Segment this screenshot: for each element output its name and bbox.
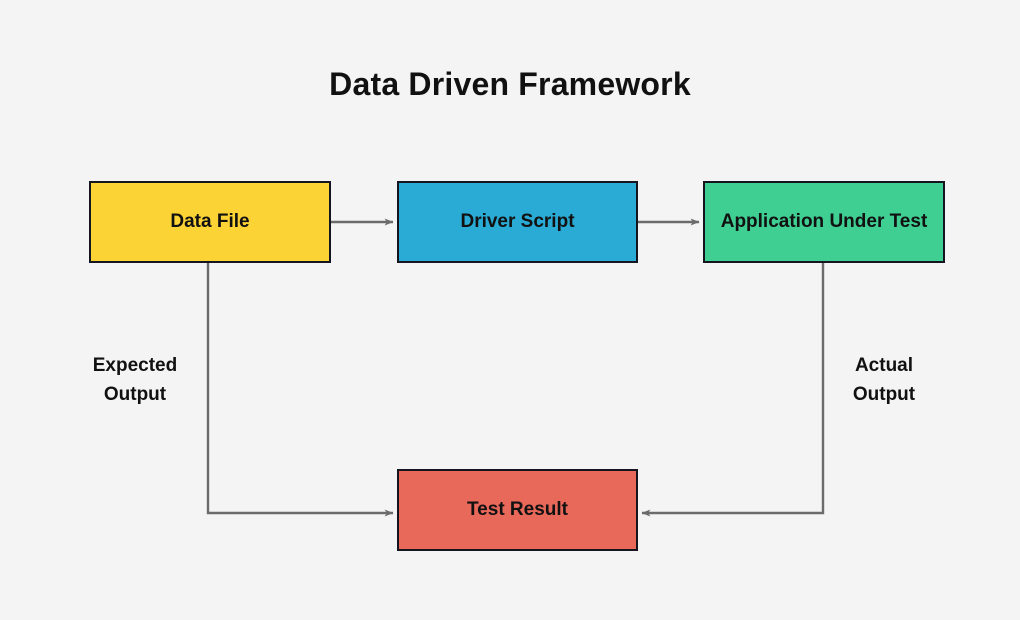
edge-label-expected-output: Expected Output (92, 355, 178, 405)
node-test-result[interactable]: Test Result (397, 469, 638, 551)
node-data-file-label: Data File (170, 211, 250, 233)
connector-data-file-to-test-result (206, 263, 394, 517)
node-driver-script-label: Driver Script (460, 211, 575, 233)
page-title: Data Driven Framework (329, 66, 691, 102)
node-application-under-test-label: Application Under Test (720, 211, 928, 233)
edge-label-actual-output: Actual Output (852, 355, 916, 405)
node-data-file[interactable]: Data File (89, 181, 331, 263)
connector-application-under-test-to-test-result (641, 263, 825, 517)
node-application-under-test[interactable]: Application Under Test (703, 181, 945, 263)
node-test-result-label: Test Result (466, 499, 568, 521)
node-driver-script[interactable]: Driver Script (397, 181, 638, 263)
